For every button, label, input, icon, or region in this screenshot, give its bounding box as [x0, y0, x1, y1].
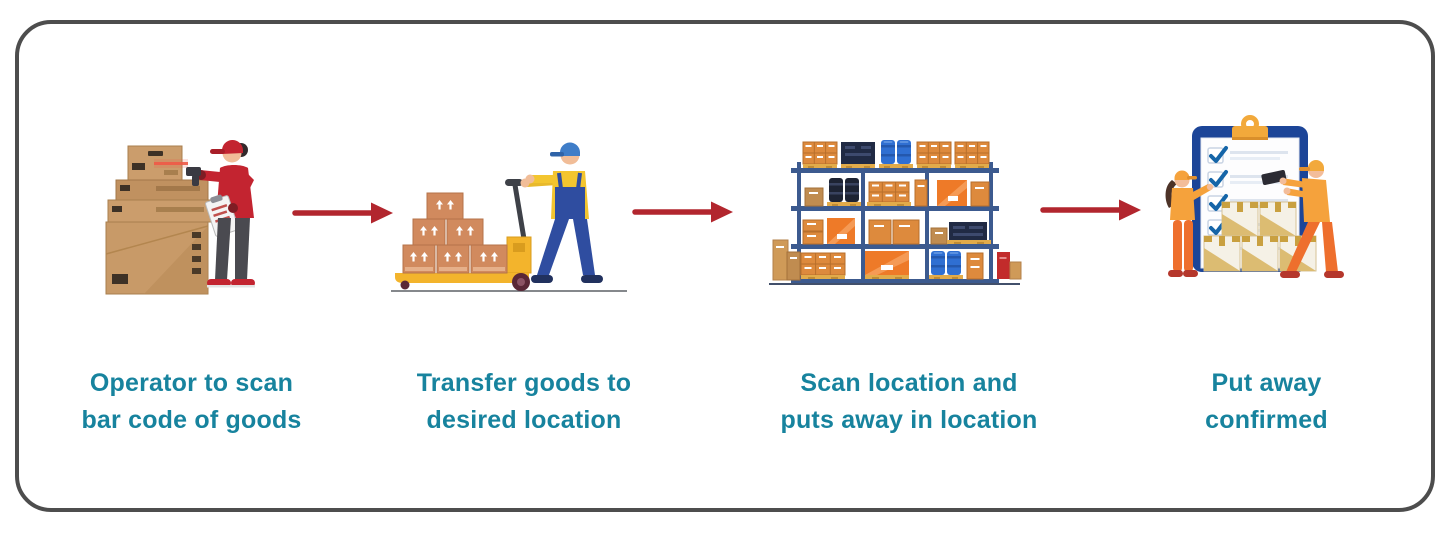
step-caption-putaway-confirmed: Put away confirmed: [1139, 365, 1394, 439]
barcode-scanner-icon: [186, 167, 201, 186]
flow-arrow-icon: [292, 202, 393, 224]
pallet-jack-worker-figure: [520, 142, 603, 283]
caption-line: confirmed: [1205, 406, 1328, 434]
orange-crate: [937, 180, 967, 206]
putaway-checklist-illustration: [1165, 115, 1344, 278]
rack-goods: [772, 140, 1022, 281]
caption-line: desired location: [426, 406, 622, 434]
checking-woman-figure: [1165, 170, 1214, 277]
step-caption-scan-location: Scan location and puts away in location: [754, 365, 1064, 439]
operator-scanning-boxes-illustration: [105, 139, 255, 295]
diagram-border-card: Operator to scan bar code of goods Trans…: [15, 20, 1435, 512]
orange-crate: [865, 251, 909, 275]
step-caption-scan-goods: Operator to scan bar code of goods: [44, 365, 339, 439]
scanning-man-figure: [1261, 160, 1344, 278]
pallet-jack-transfer-illustration: [391, 142, 627, 292]
caption-line: Put away: [1211, 369, 1322, 397]
caption-line: Transfer goods to: [416, 369, 632, 397]
orange-crate: [827, 218, 855, 244]
boxes-on-pallet: [402, 192, 508, 274]
warehouse-rack-illustration: [769, 140, 1022, 285]
caption-line: puts away in location: [780, 406, 1038, 434]
flow-arrow-icon: [1040, 199, 1141, 221]
pallet-jack-icon: [395, 179, 532, 291]
caption-line: bar code of goods: [81, 406, 302, 434]
warehouse-operator-figure: [186, 139, 255, 288]
rack-frame: [769, 162, 1020, 285]
checklist-rows: [1207, 146, 1288, 260]
scan-laser-beam: [154, 162, 188, 165]
wrapped-box-stack: [1203, 201, 1317, 272]
flow-arrow-icon: [632, 201, 733, 223]
step-caption-transfer-goods: Transfer goods to desired location: [379, 365, 669, 439]
caption-line: Scan location and: [800, 369, 1018, 397]
caption-line: Operator to scan: [89, 369, 294, 397]
